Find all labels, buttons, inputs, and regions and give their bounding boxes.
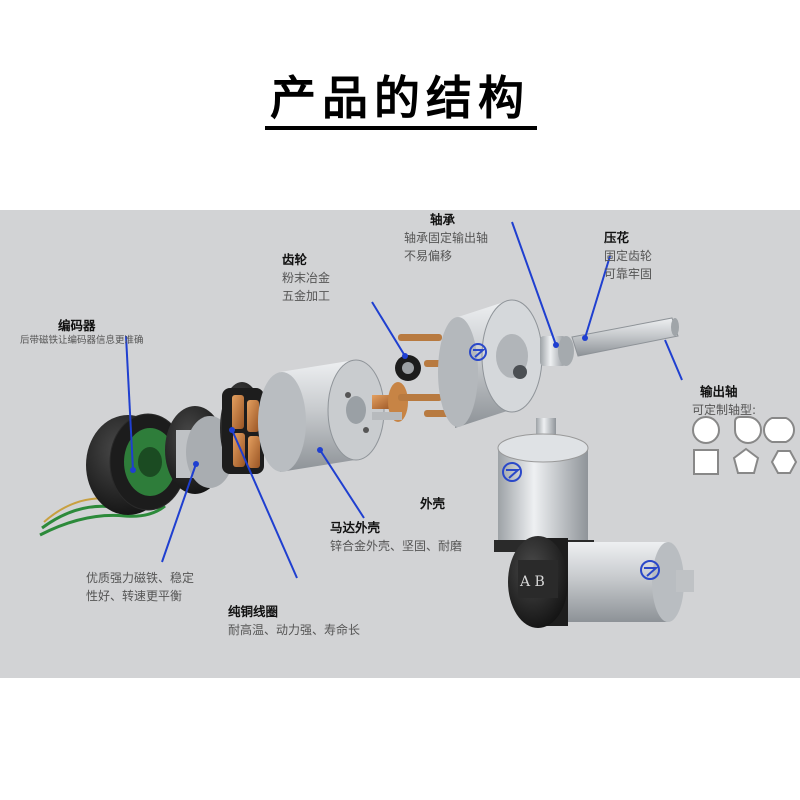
bearing-desc-1: 轴承固定输出轴 <box>404 231 489 245</box>
gear-desc-2: 五金加工 <box>282 289 331 303</box>
round-icon <box>692 416 720 444</box>
product-mark: A B <box>519 574 545 590</box>
assembled-motor-horizontal <box>508 536 694 628</box>
motor-shell-label: 马达外壳 <box>330 520 381 535</box>
pentagon-icon <box>732 447 760 474</box>
assembled-motor-upright <box>494 418 594 552</box>
leader-lines <box>125 221 683 579</box>
motor-shell-desc: 锌合金外壳、坚固、耐磨 <box>330 539 463 553</box>
bearing-label: 轴承 <box>430 212 456 227</box>
housing-label: 外壳 <box>420 496 446 511</box>
gear-label: 齿轮 <box>282 252 308 267</box>
gear-desc-1: 粉末冶金 <box>282 271 331 285</box>
double-d-icon <box>763 417 795 443</box>
page-title: 产品的结构 <box>270 71 530 125</box>
press-label: 压花 <box>604 230 630 245</box>
housing-part <box>438 299 543 428</box>
hexagon-icon <box>770 450 798 474</box>
encoder-part <box>39 413 187 537</box>
bearing-part <box>540 336 574 366</box>
magnet-desc-1: 优质强力磁铁、稳定 <box>86 571 195 585</box>
d-cut-icon <box>734 416 762 444</box>
bearing-desc-2: 不易偏移 <box>404 249 453 263</box>
shaft-label: 输出轴 <box>700 384 738 399</box>
encoder-label: 编码器 <box>58 318 96 333</box>
shaft-desc: 可定制轴型: <box>692 403 757 417</box>
press-part <box>571 317 679 357</box>
press-desc-1: 固定齿轮 <box>604 249 653 263</box>
title-underline <box>265 126 537 130</box>
motor-shell-part <box>258 359 408 472</box>
press-desc-2: 可靠牢固 <box>604 267 653 281</box>
encoder-desc: 后带磁铁让编码器信息更准确 <box>20 335 144 346</box>
coil-desc: 耐高温、动力强、寿命长 <box>228 623 361 637</box>
coil-label: 纯铜线圈 <box>228 604 279 619</box>
magnet-desc-2: 性好、转速更平衡 <box>86 589 183 603</box>
square-icon <box>693 449 719 475</box>
